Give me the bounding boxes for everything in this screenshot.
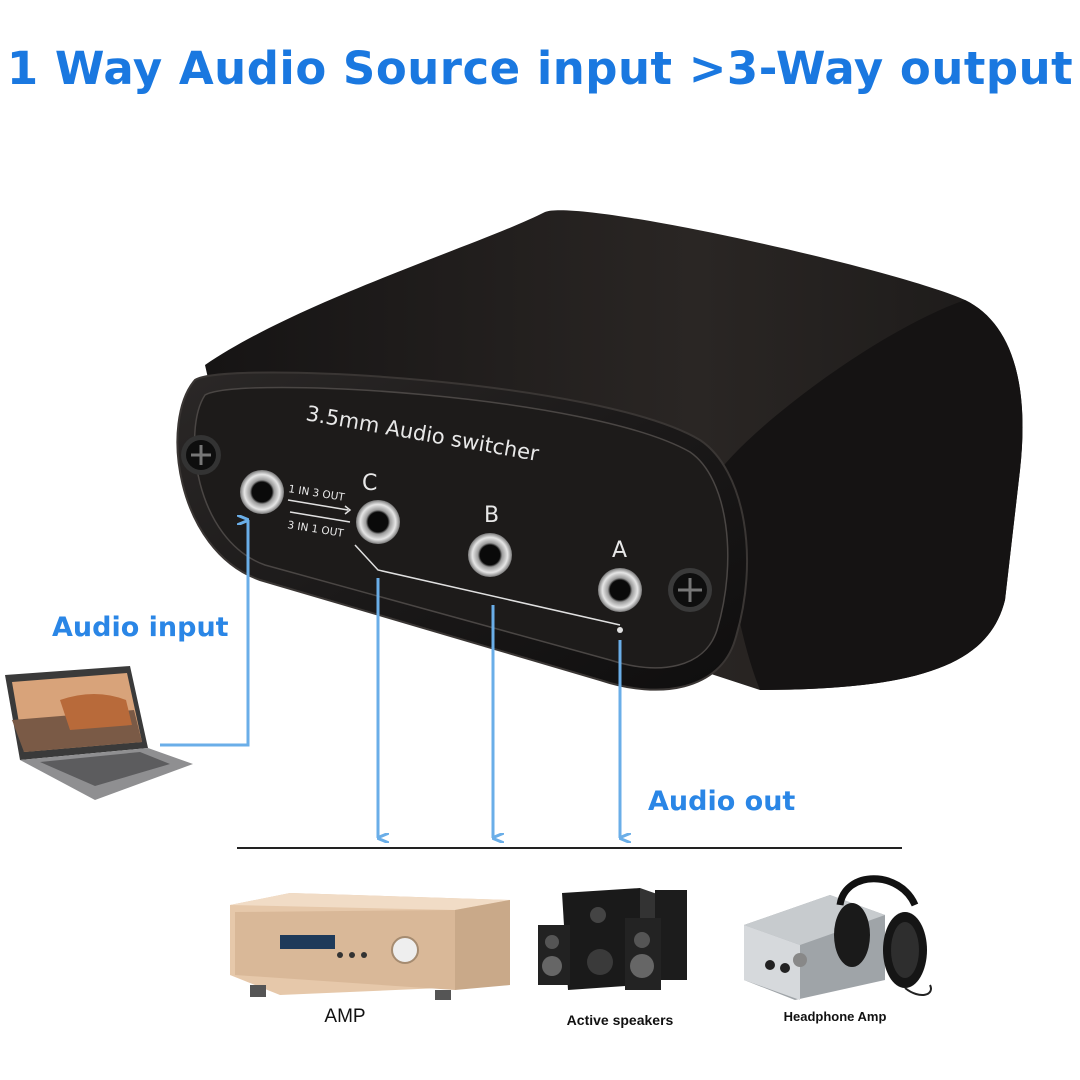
- signal-arrows: [160, 520, 620, 838]
- screw-icon: [668, 568, 712, 612]
- laptop-icon: [5, 666, 193, 800]
- audio-switcher-device: 3.5mm Audio switcher 1 IN 3 OUT 3 IN 1 O…: [176, 210, 1023, 691]
- input-jack: [240, 470, 284, 514]
- headphone-amp-icon: [744, 875, 932, 1000]
- speakers-icon: [538, 888, 687, 990]
- screw-icon: [181, 435, 221, 475]
- amp-label: AMP: [324, 1006, 366, 1027]
- audio-out-label: Audio out: [648, 786, 796, 817]
- jack-c: [356, 500, 400, 544]
- jack-b: [468, 533, 512, 577]
- jack-a: [598, 568, 642, 612]
- port-b-label: B: [484, 503, 499, 528]
- audio-input-label: Audio input: [52, 612, 229, 643]
- amplifier-icon: [230, 893, 510, 1000]
- headphone-amp-label: Headphone Amp: [783, 1009, 887, 1024]
- page-title: 1 Way Audio Source input >3-Way output: [6, 42, 1074, 95]
- port-a-label: A: [612, 538, 627, 563]
- port-c-label: C: [362, 471, 377, 496]
- speakers-label: Active speakers: [566, 1012, 674, 1028]
- mode-switch-icon: [287, 499, 352, 523]
